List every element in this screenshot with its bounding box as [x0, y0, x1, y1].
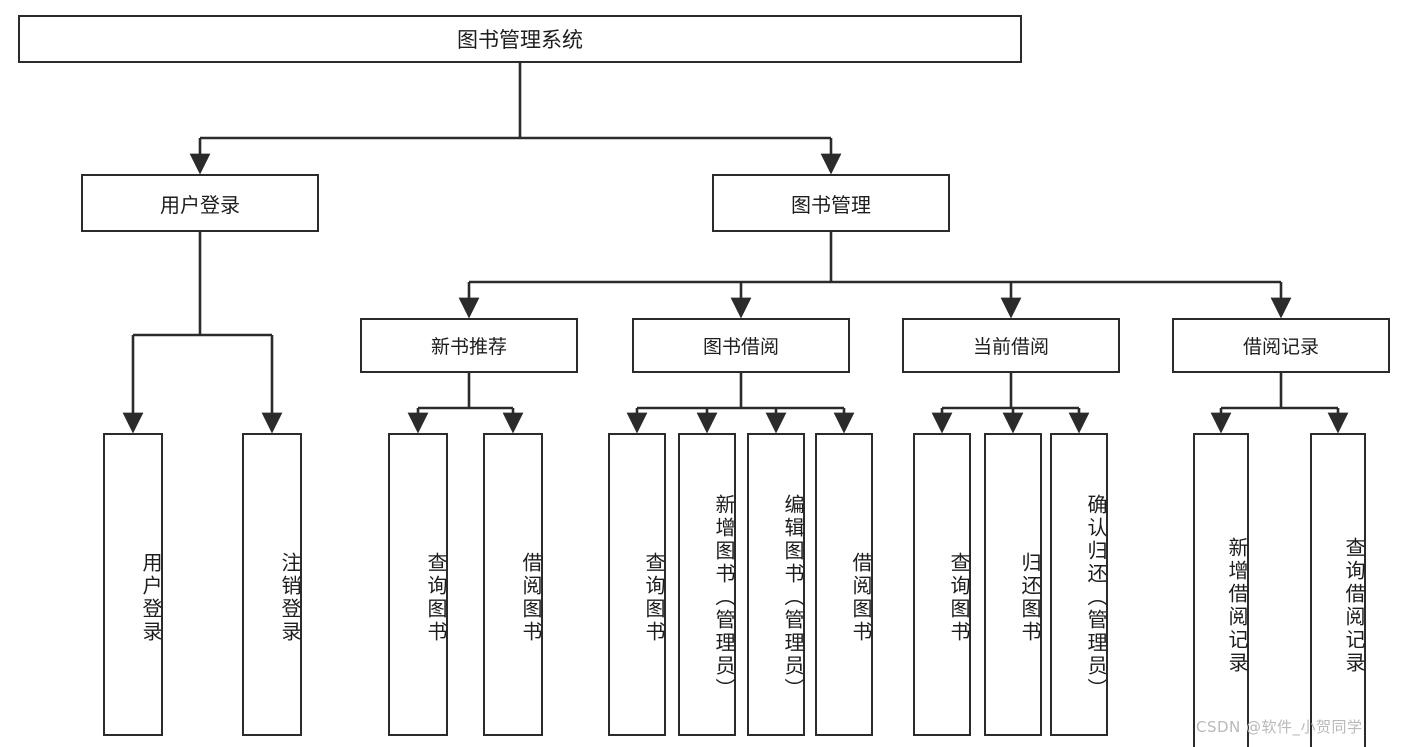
node-leaf-borrow-book-1-label: 借阅图书	[519, 551, 543, 644]
node-borrow-record[interactable]: 借阅记录	[1172, 318, 1390, 373]
node-leaf-query-book-3-label: 查询图书	[947, 551, 971, 644]
node-leaf-query-book-1[interactable]: 查询图书	[388, 433, 448, 736]
node-root-label: 图书管理系统	[457, 28, 583, 52]
node-leaf-logout[interactable]: 注销登录	[242, 433, 302, 736]
node-leaf-logout-label: 注销登录	[278, 551, 302, 644]
node-leaf-borrow-book-1[interactable]: 借阅图书	[483, 433, 543, 736]
node-leaf-add-borrow-record-label: 新增借阅记录	[1225, 537, 1249, 675]
node-leaf-add-book-admin[interactable]: 新增图书（管理员）	[678, 433, 736, 736]
node-leaf-query-book-3[interactable]: 查询图书	[913, 433, 971, 736]
node-leaf-edit-book-admin-label: 编辑图书（管理员）	[781, 494, 805, 701]
node-leaf-return-book[interactable]: 归还图书	[984, 433, 1042, 736]
node-leaf-user-login-label: 用户登录	[139, 551, 163, 644]
node-leaf-query-book-2[interactable]: 查询图书	[608, 433, 666, 736]
node-book-borrow[interactable]: 图书借阅	[632, 318, 850, 373]
node-root[interactable]: 图书管理系统	[18, 15, 1022, 63]
node-book-management[interactable]: 图书管理	[712, 174, 950, 232]
node-leaf-borrow-book-2[interactable]: 借阅图书	[815, 433, 873, 736]
node-leaf-confirm-return-label: 确认归还（管理员）	[1084, 494, 1108, 701]
node-borrow-record-label: 借阅记录	[1242, 336, 1319, 358]
node-leaf-confirm-return[interactable]: 确认归还（管理员）	[1050, 433, 1108, 736]
node-current-borrow[interactable]: 当前借阅	[902, 318, 1120, 373]
node-leaf-query-borrow-record[interactable]: 查询借阅记录	[1310, 433, 1366, 747]
node-leaf-edit-book-admin[interactable]: 编辑图书（管理员）	[747, 433, 805, 736]
node-leaf-add-book-admin-label: 新增图书（管理员）	[712, 494, 736, 701]
node-book-management-label: 图书管理	[791, 192, 871, 217]
node-leaf-query-book-1-label: 查询图书	[424, 551, 448, 644]
watermark: CSDN @软件_小贺同学	[1196, 718, 1363, 736]
node-leaf-user-login[interactable]: 用户登录	[103, 433, 163, 736]
node-book-borrow-label: 图书借阅	[702, 336, 779, 358]
node-leaf-query-book-2-label: 查询图书	[642, 551, 666, 644]
node-user-login-label: 用户登录	[160, 192, 240, 217]
node-leaf-borrow-book-2-label: 借阅图书	[849, 551, 873, 644]
node-new-book-recommend-label: 新书推荐	[430, 336, 507, 358]
node-leaf-return-book-label: 归还图书	[1018, 551, 1042, 644]
node-current-borrow-label: 当前借阅	[972, 336, 1049, 358]
node-user-login[interactable]: 用户登录	[81, 174, 319, 232]
node-new-book-recommend[interactable]: 新书推荐	[360, 318, 578, 373]
node-leaf-query-borrow-record-label: 查询借阅记录	[1342, 537, 1366, 675]
node-leaf-add-borrow-record[interactable]: 新增借阅记录	[1193, 433, 1249, 747]
